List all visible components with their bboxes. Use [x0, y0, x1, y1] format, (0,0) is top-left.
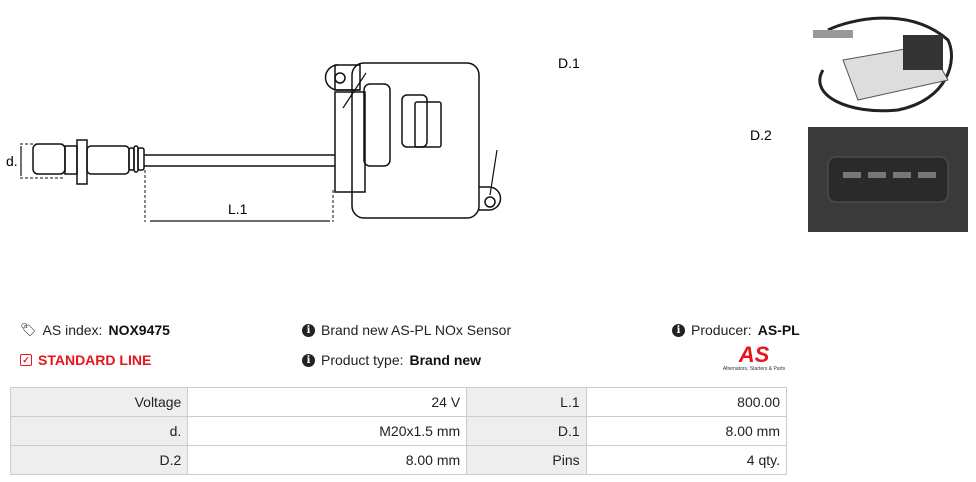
- label-d: d.: [6, 153, 18, 169]
- check-square-icon: ✓: [20, 354, 32, 366]
- info-icon: i: [302, 353, 315, 367]
- label-d1: D.1: [558, 55, 580, 71]
- as-index-value: NOX9475: [108, 322, 170, 338]
- info-icon: i: [672, 323, 685, 337]
- label-l1: L.1: [228, 201, 248, 217]
- as-pl-logo: AS Alternators, Starters & Parts: [716, 344, 792, 372]
- tags-icon: 🏷: [20, 322, 37, 337]
- product-photo-sensor: [808, 0, 968, 120]
- label-d2: D.2: [750, 127, 772, 143]
- standard-line-badge: ✓STANDARD LINE: [20, 352, 151, 368]
- info-icon: i: [302, 323, 315, 337]
- technical-drawing: d. L.1 D.1 D.2: [6, 55, 772, 222]
- as-index: 🏷AS index:NOX9475: [20, 322, 170, 338]
- product-photo-connector: [808, 127, 968, 232]
